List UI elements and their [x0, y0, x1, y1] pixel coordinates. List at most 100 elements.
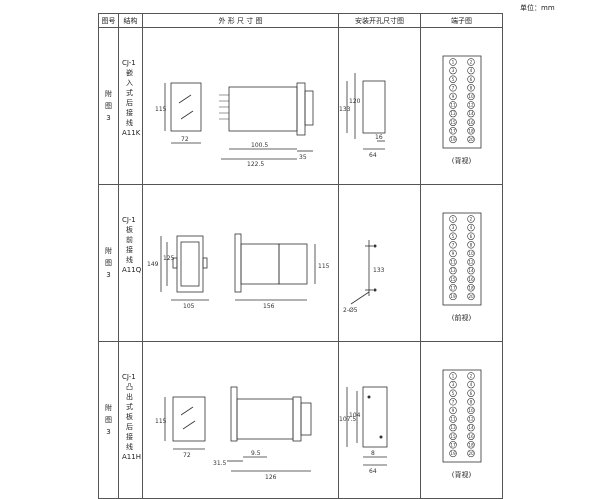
dim-width: 72 — [181, 136, 189, 143]
terminal-circle — [467, 101, 475, 109]
view-label: (背视) — [451, 471, 472, 479]
header-figure: 图号 — [98, 13, 119, 28]
mount-hole-bottom — [373, 288, 377, 292]
cutout-inner: 104 — [349, 412, 361, 419]
terminal-circle — [467, 66, 475, 75]
cutout-width: 64 — [369, 152, 377, 159]
terminal-number: 12 — [468, 417, 474, 422]
terminal-circle — [449, 84, 457, 92]
terminal-number: 10 — [468, 94, 474, 99]
terminal-circle — [449, 232, 457, 240]
cutout-spacing: 133 — [373, 267, 385, 274]
terminal-circle — [467, 75, 475, 83]
cutout-drawing: 133 2-Ø5 — [343, 240, 385, 314]
terminal-circle — [449, 92, 457, 101]
terminal-circle — [449, 389, 457, 397]
terminal-number: 6 — [470, 391, 473, 396]
terminal-number: 4 — [470, 225, 473, 230]
terminal-number: 20 — [468, 137, 474, 142]
terminal-number: 12 — [468, 103, 474, 108]
terminal-number: 10 — [468, 408, 474, 413]
terminal-number: 6 — [470, 77, 473, 82]
terminal-circle — [467, 127, 475, 135]
terminal-number: 7 — [452, 242, 455, 247]
terminal-number: 16 — [468, 277, 474, 282]
terminal-number: 13 — [450, 268, 456, 273]
cutout-drawing-cell: 107.5 104 8 64 — [338, 341, 421, 499]
dim-rear: 115 — [318, 263, 330, 270]
terminal-circle — [467, 223, 475, 232]
terminal-number: 5 — [452, 77, 455, 82]
terminal-circle — [467, 215, 475, 223]
terminal-number: 12 — [468, 260, 474, 265]
terminal-circle — [467, 118, 475, 126]
terminal-number: 17 — [450, 128, 456, 133]
structure-cell: CJ-1 嵌 入 式 后 接 线 A11K — [118, 27, 143, 185]
terminal-number: 20 — [468, 294, 474, 299]
terminal-number: 5 — [452, 391, 455, 396]
terminal-circle — [467, 92, 475, 101]
dim-depth: 100.5 — [251, 142, 268, 149]
terminal-number: 1 — [452, 374, 455, 379]
terminal-frame — [442, 55, 482, 149]
dim-depth: 156 — [263, 303, 275, 310]
terminal-circle — [467, 258, 475, 266]
terminal-number: 18 — [468, 442, 474, 447]
terminal-circle — [467, 241, 475, 249]
terminal-circle — [449, 109, 457, 118]
terminal-circle — [467, 266, 475, 275]
terminal-number: 3 — [452, 225, 455, 230]
dim-inner: 125 — [163, 255, 175, 262]
header-structure: 结构 — [118, 13, 143, 28]
terminal-circle — [449, 101, 457, 109]
outline-drawing-cell: 149 125 105 156 115 — [142, 184, 339, 342]
terminal-number: 1 — [452, 217, 455, 222]
terminal-frame — [442, 369, 482, 463]
cutout-holes: 2-Ø5 — [343, 307, 358, 314]
terminal-number: 8 — [470, 399, 473, 404]
dim-flange: 31.5 — [213, 460, 227, 467]
terminal-number: 15 — [450, 120, 456, 125]
terminal-circle — [449, 118, 457, 126]
terminal-number: 4 — [470, 382, 473, 387]
header-outline: 外 形 尺 寸 图 — [142, 13, 339, 28]
dim-rear: 35 — [299, 154, 307, 161]
terminal-number: 16 — [468, 434, 474, 439]
outline-drawing: 149 125 105 156 115 — [147, 233, 330, 310]
terminal-circle — [467, 380, 475, 389]
dim-height: 115 — [155, 418, 167, 425]
terminal-number: 8 — [470, 85, 473, 90]
header-row: 图号 结构 外 形 尺 寸 图 安装开孔尺寸图 端子图 — [98, 13, 503, 28]
cutout-depth: 16 — [375, 134, 383, 141]
terminal-number: 14 — [468, 111, 474, 116]
cutout-drawing: 133 120 16 64 — [339, 73, 386, 159]
terminal-circle — [449, 266, 457, 275]
terminal-number: 2 — [470, 217, 473, 222]
terminal-circle — [449, 241, 457, 249]
terminal-frame — [442, 212, 482, 306]
header-terminal: 端子图 — [420, 13, 503, 28]
terminal-number: 16 — [468, 120, 474, 125]
terminal-circle — [449, 223, 457, 232]
terminal-circle — [449, 66, 457, 75]
terminal-number: 14 — [468, 268, 474, 273]
cutout-offset: 8 — [371, 450, 375, 457]
terminal-circle — [449, 58, 457, 66]
dim-width: 105 — [183, 303, 195, 310]
cutout-drawing: 107.5 104 8 64 — [339, 386, 388, 475]
terminal-number: 13 — [450, 425, 456, 430]
terminal-number: 19 — [450, 137, 456, 142]
terminal-circle — [449, 75, 457, 83]
cutout-outer: 120 — [349, 98, 361, 105]
terminal-circle — [467, 58, 475, 66]
terminal-number: 10 — [468, 251, 474, 256]
terminal-number: 2 — [470, 374, 473, 379]
